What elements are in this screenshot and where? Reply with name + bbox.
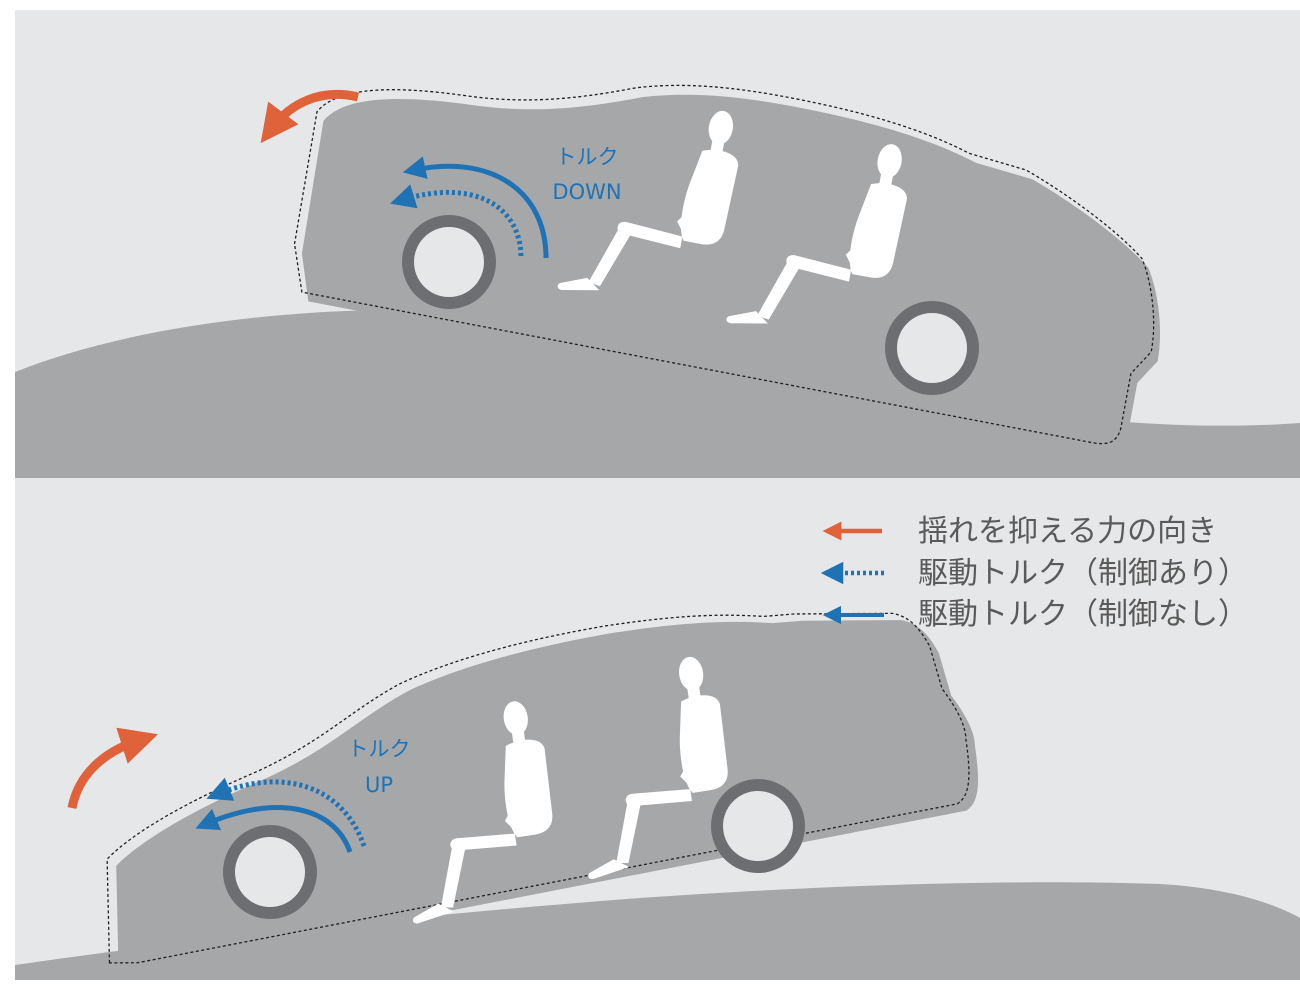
bottom-ground-hill	[15, 882, 1300, 980]
top-torque-controlled-arrow-icon	[390, 184, 524, 257]
bottom-rear-wheel-center	[723, 791, 793, 861]
bottom-torque-label-line1: トルク	[348, 737, 411, 761]
legend-item-force: 揺れを抑える力の向き	[822, 514, 1217, 549]
bottom-car	[106, 612, 979, 970]
bottom-front-wheel	[223, 825, 317, 919]
bottom-car-outline	[106, 612, 970, 964]
top-front-wheel-center	[414, 227, 484, 297]
top-torque-label-line1: トルク	[556, 145, 619, 169]
legend-label-force: 揺れを抑える力の向き	[918, 514, 1217, 549]
top-force-arrow-icon	[260, 89, 360, 144]
top-rear-wheel-center	[897, 313, 967, 383]
top-torque-uncontrolled-arrow-icon	[402, 156, 549, 259]
bottom-rear-wheel	[711, 779, 805, 873]
top-rear-wheel	[885, 301, 979, 395]
bottom-force-arrow-icon	[67, 727, 159, 809]
top-scene: トルク DOWN	[15, 10, 1300, 478]
legend-item-torque-controlled: 駆動トルク（制御あり）	[820, 556, 1248, 591]
top-torque-label-line2: DOWN	[552, 180, 621, 204]
legend: 揺れを抑える力の向き 駆動トルク（制御あり） 駆動トルク（制御なし）	[820, 514, 1248, 632]
bottom-torque-uncontrolled-arrow-icon	[195, 805, 353, 853]
bottom-scene: トルク UP	[15, 478, 1300, 980]
bottom-torque-label-line2: UP	[365, 773, 393, 797]
top-ground-hill	[15, 310, 1300, 478]
bottom-torque-controlled-arrow-icon	[206, 777, 367, 847]
top-front-wheel	[402, 215, 496, 309]
legend-label-torque-controlled: 駆動トルク（制御あり）	[918, 556, 1248, 591]
legend-label-torque-uncontrolled: 駆動トルク（制御なし）	[918, 597, 1248, 632]
top-car-outline	[293, 84, 1155, 445]
bottom-front-wheel-center	[235, 837, 305, 907]
legend-item-torque-uncontrolled: 駆動トルク（制御なし）	[822, 597, 1248, 632]
